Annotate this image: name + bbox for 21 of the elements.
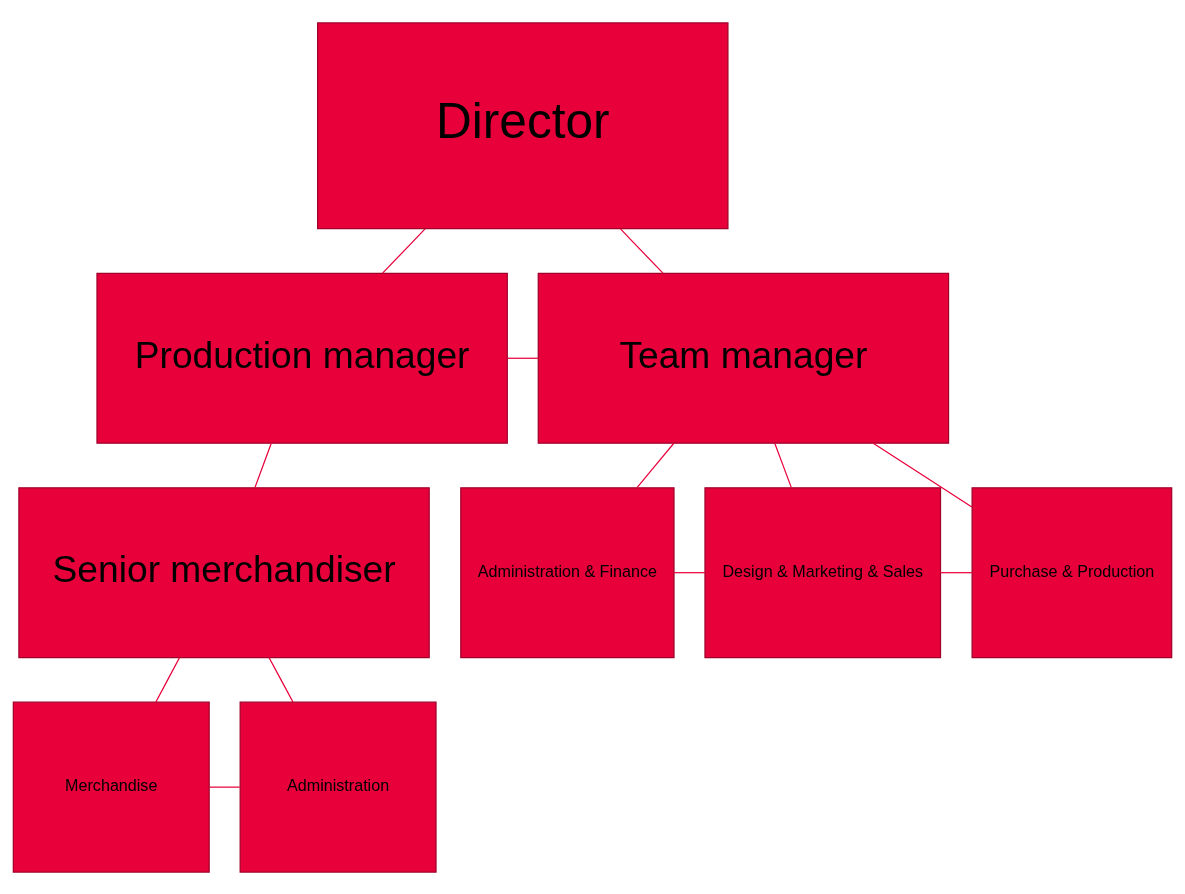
- connector: [155, 656, 181, 703]
- connector: [673, 571, 706, 573]
- connector: [382, 227, 426, 274]
- node-box: Team manager: [537, 272, 950, 444]
- node-box: Merchandise: [12, 701, 210, 873]
- connector: [254, 442, 272, 488]
- connector: [774, 442, 792, 488]
- node-box: Administration & Finance: [460, 486, 675, 658]
- connector: [619, 227, 664, 274]
- node-box: Administration: [239, 701, 437, 873]
- node-box: Senior merchandiser: [18, 486, 430, 658]
- node-box: Production manager: [96, 272, 508, 444]
- connector: [268, 656, 294, 703]
- connector: [636, 442, 675, 488]
- connector: [507, 357, 539, 359]
- node-box: Director: [317, 21, 729, 229]
- connector: [872, 442, 973, 508]
- connector: [209, 786, 241, 788]
- node-box: Design & Marketing & Sales: [704, 486, 942, 658]
- node-box: Purchase & Production: [971, 486, 1173, 658]
- connector: [939, 571, 973, 573]
